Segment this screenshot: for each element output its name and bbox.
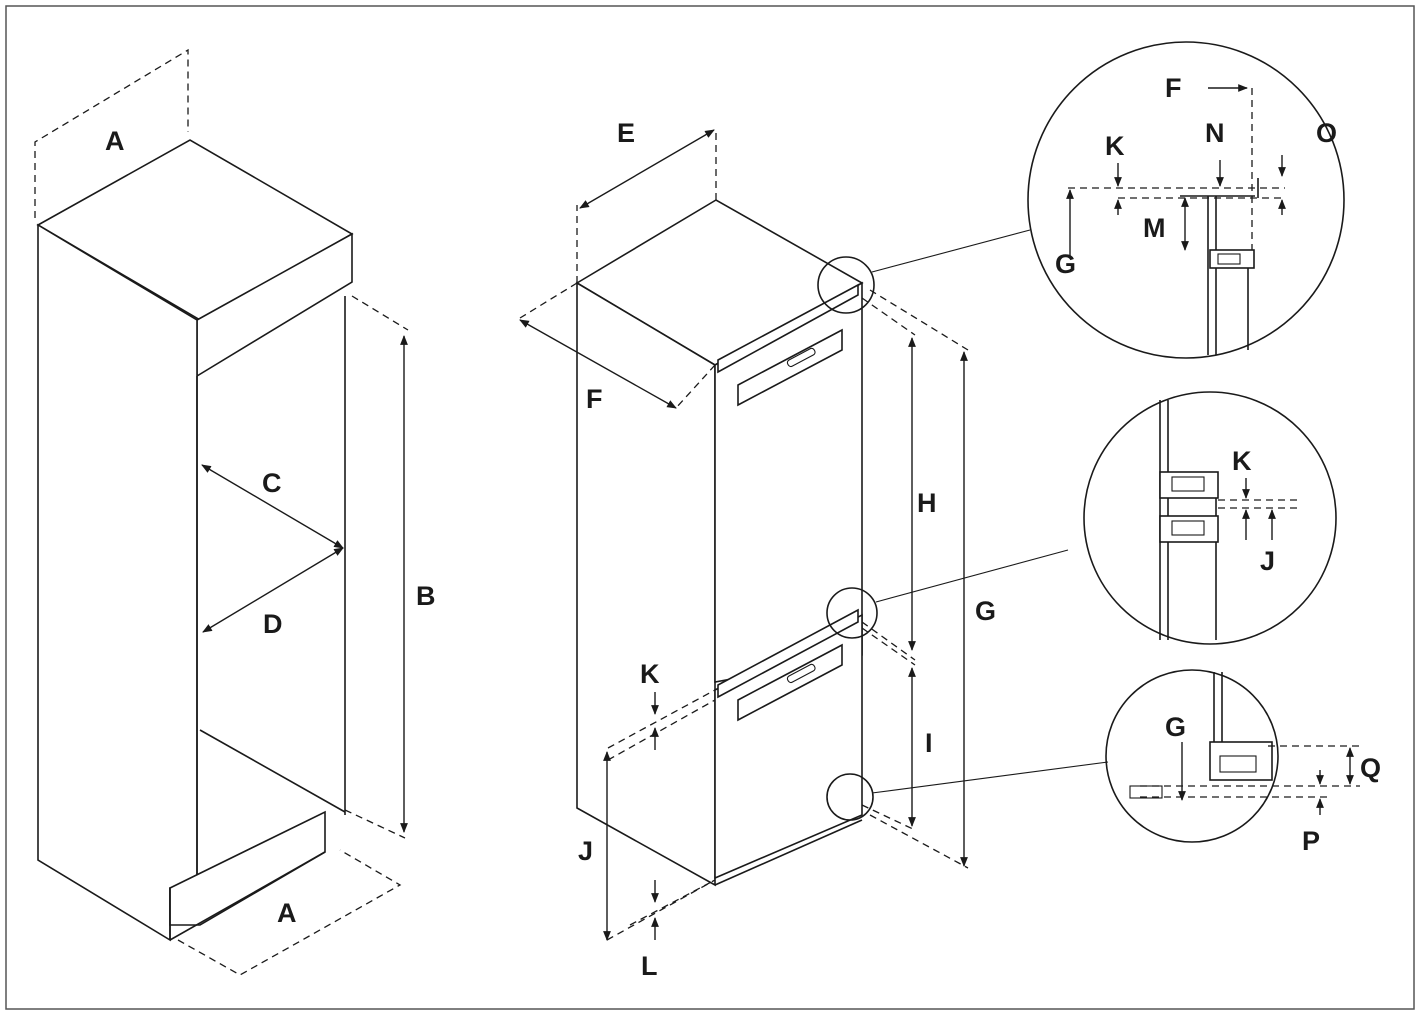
detail-mid-circle <box>1083 391 1337 645</box>
dim-d-arrow <box>202 547 344 633</box>
dim-h-ext-bottom <box>861 621 916 661</box>
detail-bottom-hinge <box>1209 741 1273 781</box>
detail-circle-top <box>817 256 875 314</box>
detail-mid-hinge-upper <box>1159 471 1219 499</box>
cabinet-floor-line <box>199 729 346 813</box>
dim-b-ext-top <box>351 295 409 331</box>
upper-bracket <box>737 328 843 407</box>
label-g: G <box>975 596 996 626</box>
leader-mid <box>875 549 1069 603</box>
leader-top <box>871 229 1031 273</box>
detail-mid-hinge-lower <box>1159 515 1219 543</box>
label-mid-j: J <box>1260 546 1275 576</box>
label-top-k: K <box>1105 131 1125 161</box>
label-top-o: O <box>1316 118 1337 148</box>
detail-mid-hinge-lower-inner <box>1171 520 1205 536</box>
lower-rail <box>717 608 859 699</box>
detail-top-hinge <box>1209 249 1255 269</box>
label-bot-q: Q <box>1360 753 1381 783</box>
detail-bottom-hinge-inner <box>1219 755 1257 773</box>
detail-circle-mid <box>826 587 878 639</box>
cabinet-niche: A A B C D <box>34 48 436 976</box>
appliance-side <box>576 281 716 887</box>
label-bot-g: G <box>1165 712 1186 742</box>
cabinet-side-panel <box>37 223 198 942</box>
appliance: E F H G I K J L <box>519 118 996 981</box>
dim-a-bottom-line <box>177 849 402 976</box>
label-a-top: A <box>105 126 125 156</box>
frame-border <box>5 5 1415 1010</box>
label-e: E <box>617 118 635 148</box>
label-k: K <box>640 659 660 689</box>
detail-mid-magnified: K J <box>1083 391 1337 645</box>
leader-bottom <box>871 761 1109 794</box>
label-a-bottom: A <box>277 898 297 928</box>
dim-f-arrow <box>519 319 677 409</box>
dim-c-arrow <box>201 464 344 549</box>
label-top-f: F <box>1165 73 1182 103</box>
dim-h-ext-top <box>861 297 916 336</box>
detail-bottom-circle <box>1105 669 1279 843</box>
upper-bracket-slot <box>786 347 816 368</box>
label-mid-k: K <box>1232 446 1252 476</box>
label-j: J <box>578 836 593 866</box>
upper-rail <box>717 283 859 374</box>
detail-top-circle <box>1027 41 1345 359</box>
dim-f-ext-right <box>675 364 716 409</box>
label-top-m: M <box>1143 213 1166 243</box>
label-top-g: G <box>1055 249 1076 279</box>
dim-g-ext-top <box>869 289 969 351</box>
dim-i-ext-top <box>861 627 916 666</box>
detail-mid-hinge-upper-inner <box>1171 476 1205 492</box>
label-h: H <box>917 488 937 518</box>
dim-l-ext <box>629 879 716 926</box>
dim-g-ext-bottom <box>869 814 969 869</box>
label-f: F <box>586 384 603 414</box>
label-i: I <box>925 728 933 758</box>
dim-i-ext-bottom <box>861 804 916 831</box>
dim-f-ext-left <box>519 282 578 319</box>
label-bot-p: P <box>1302 826 1320 856</box>
detail-top-magnified: F N O K M G <box>1027 41 1345 359</box>
detail-bottom-foot <box>1129 785 1163 799</box>
label-c: C <box>262 468 282 498</box>
label-d: D <box>263 609 283 639</box>
dim-k-ext-bottom <box>607 699 716 761</box>
appliance-base-edge <box>714 819 863 886</box>
dim-e-arrow <box>579 129 715 209</box>
dim-b-ext-bottom <box>344 809 406 839</box>
dim-a-top-line <box>34 48 189 218</box>
dim-k-ext-top <box>607 689 716 749</box>
label-top-n: N <box>1205 118 1225 148</box>
label-b: B <box>416 581 436 611</box>
detail-circle-bottom <box>826 773 874 821</box>
detail-top-hinge-inner <box>1217 253 1241 265</box>
lower-bracket-slot <box>786 663 816 684</box>
label-l: L <box>641 951 658 981</box>
cabinet-plinth-bottom <box>169 851 326 941</box>
detail-bottom-magnified: G Q P <box>1105 669 1381 856</box>
